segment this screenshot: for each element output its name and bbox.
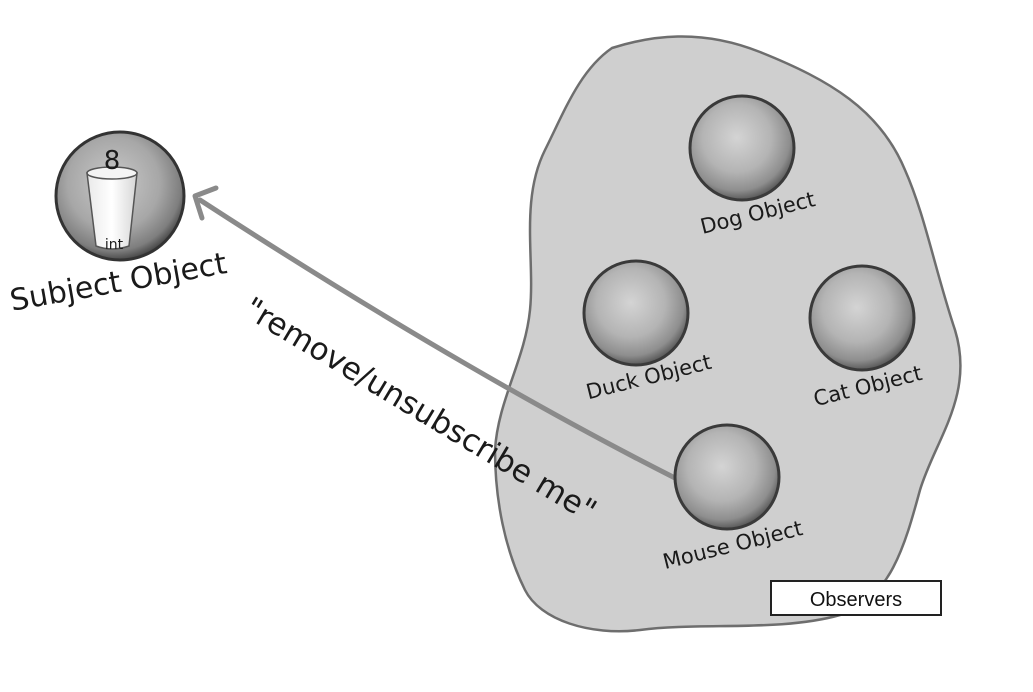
observers-legend: Observers — [770, 580, 942, 616]
subject-object: 8 int — [54, 130, 186, 262]
duck-ball — [582, 259, 690, 367]
legend-text: Observers — [810, 589, 902, 611]
observer-mouse — [673, 423, 781, 531]
mouse-ball — [673, 423, 781, 531]
unsubscribe-arrow — [192, 185, 678, 481]
legend-box — [770, 580, 942, 616]
cup-icon — [86, 166, 138, 250]
observer-cat — [808, 264, 916, 372]
observer-dog — [688, 94, 796, 202]
cat-ball — [808, 264, 916, 372]
dog-ball — [688, 94, 796, 202]
subject-value: 8 — [104, 146, 121, 176]
subject-type: int — [105, 237, 124, 253]
observer-duck — [582, 259, 690, 367]
observers-region — [493, 35, 962, 633]
